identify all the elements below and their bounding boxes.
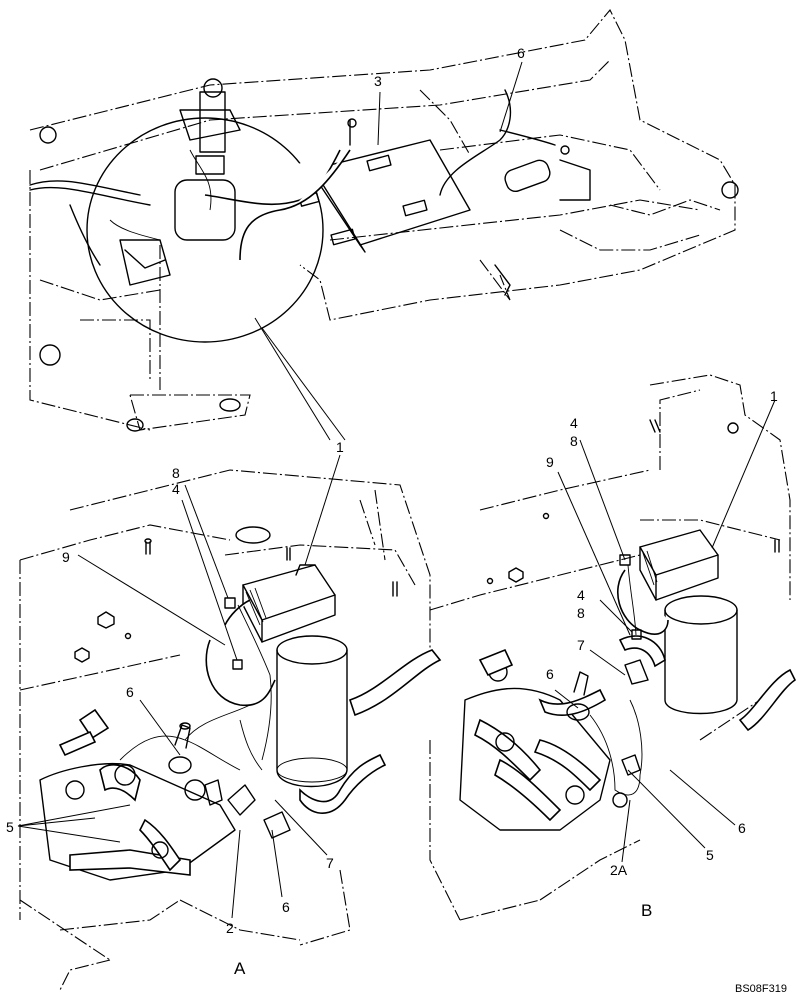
drawing-code: BS08F319 — [735, 983, 787, 995]
callout-1: 1 — [770, 388, 778, 404]
relay-module — [639, 529, 719, 601]
callout-6: 6 — [546, 666, 554, 682]
view-label-a: A — [234, 959, 246, 978]
callout-5: 5 — [706, 847, 714, 863]
callout-4: 4 — [577, 587, 585, 603]
frame-overview — [29, 9, 739, 432]
relay-module — [242, 564, 336, 643]
callout-2a: 2A — [610, 862, 628, 878]
callout-2: 2 — [226, 920, 234, 936]
filter-canister — [664, 595, 738, 715]
callout-8: 8 — [172, 465, 180, 481]
callout-6: 6 — [517, 45, 525, 61]
callout-6: 6 — [738, 820, 746, 836]
callout-3: 3 — [374, 73, 382, 89]
detail-view-b — [429, 374, 797, 921]
callout-labels: 3 6 1 8 4 9 6 5 2 6 7 4 8 9 1 4 8 7 6 6 … — [6, 45, 787, 995]
callout-8: 8 — [570, 433, 578, 449]
view-label-b: B — [641, 901, 652, 920]
callout-9: 9 — [546, 454, 554, 470]
callout-7: 7 — [326, 855, 334, 871]
filter-canister — [276, 635, 348, 788]
detail-view-a — [17, 317, 442, 991]
callout-4: 4 — [570, 415, 578, 431]
callout-8: 8 — [577, 605, 585, 621]
mounting-stud — [144, 538, 152, 555]
callout-7: 7 — [577, 637, 585, 653]
callout-1: 1 — [336, 439, 344, 455]
callout-6: 6 — [126, 684, 134, 700]
callout-6: 6 — [282, 899, 290, 915]
callout-4: 4 — [172, 481, 180, 497]
callout-9: 9 — [62, 549, 70, 565]
callout-5: 5 — [6, 819, 14, 835]
